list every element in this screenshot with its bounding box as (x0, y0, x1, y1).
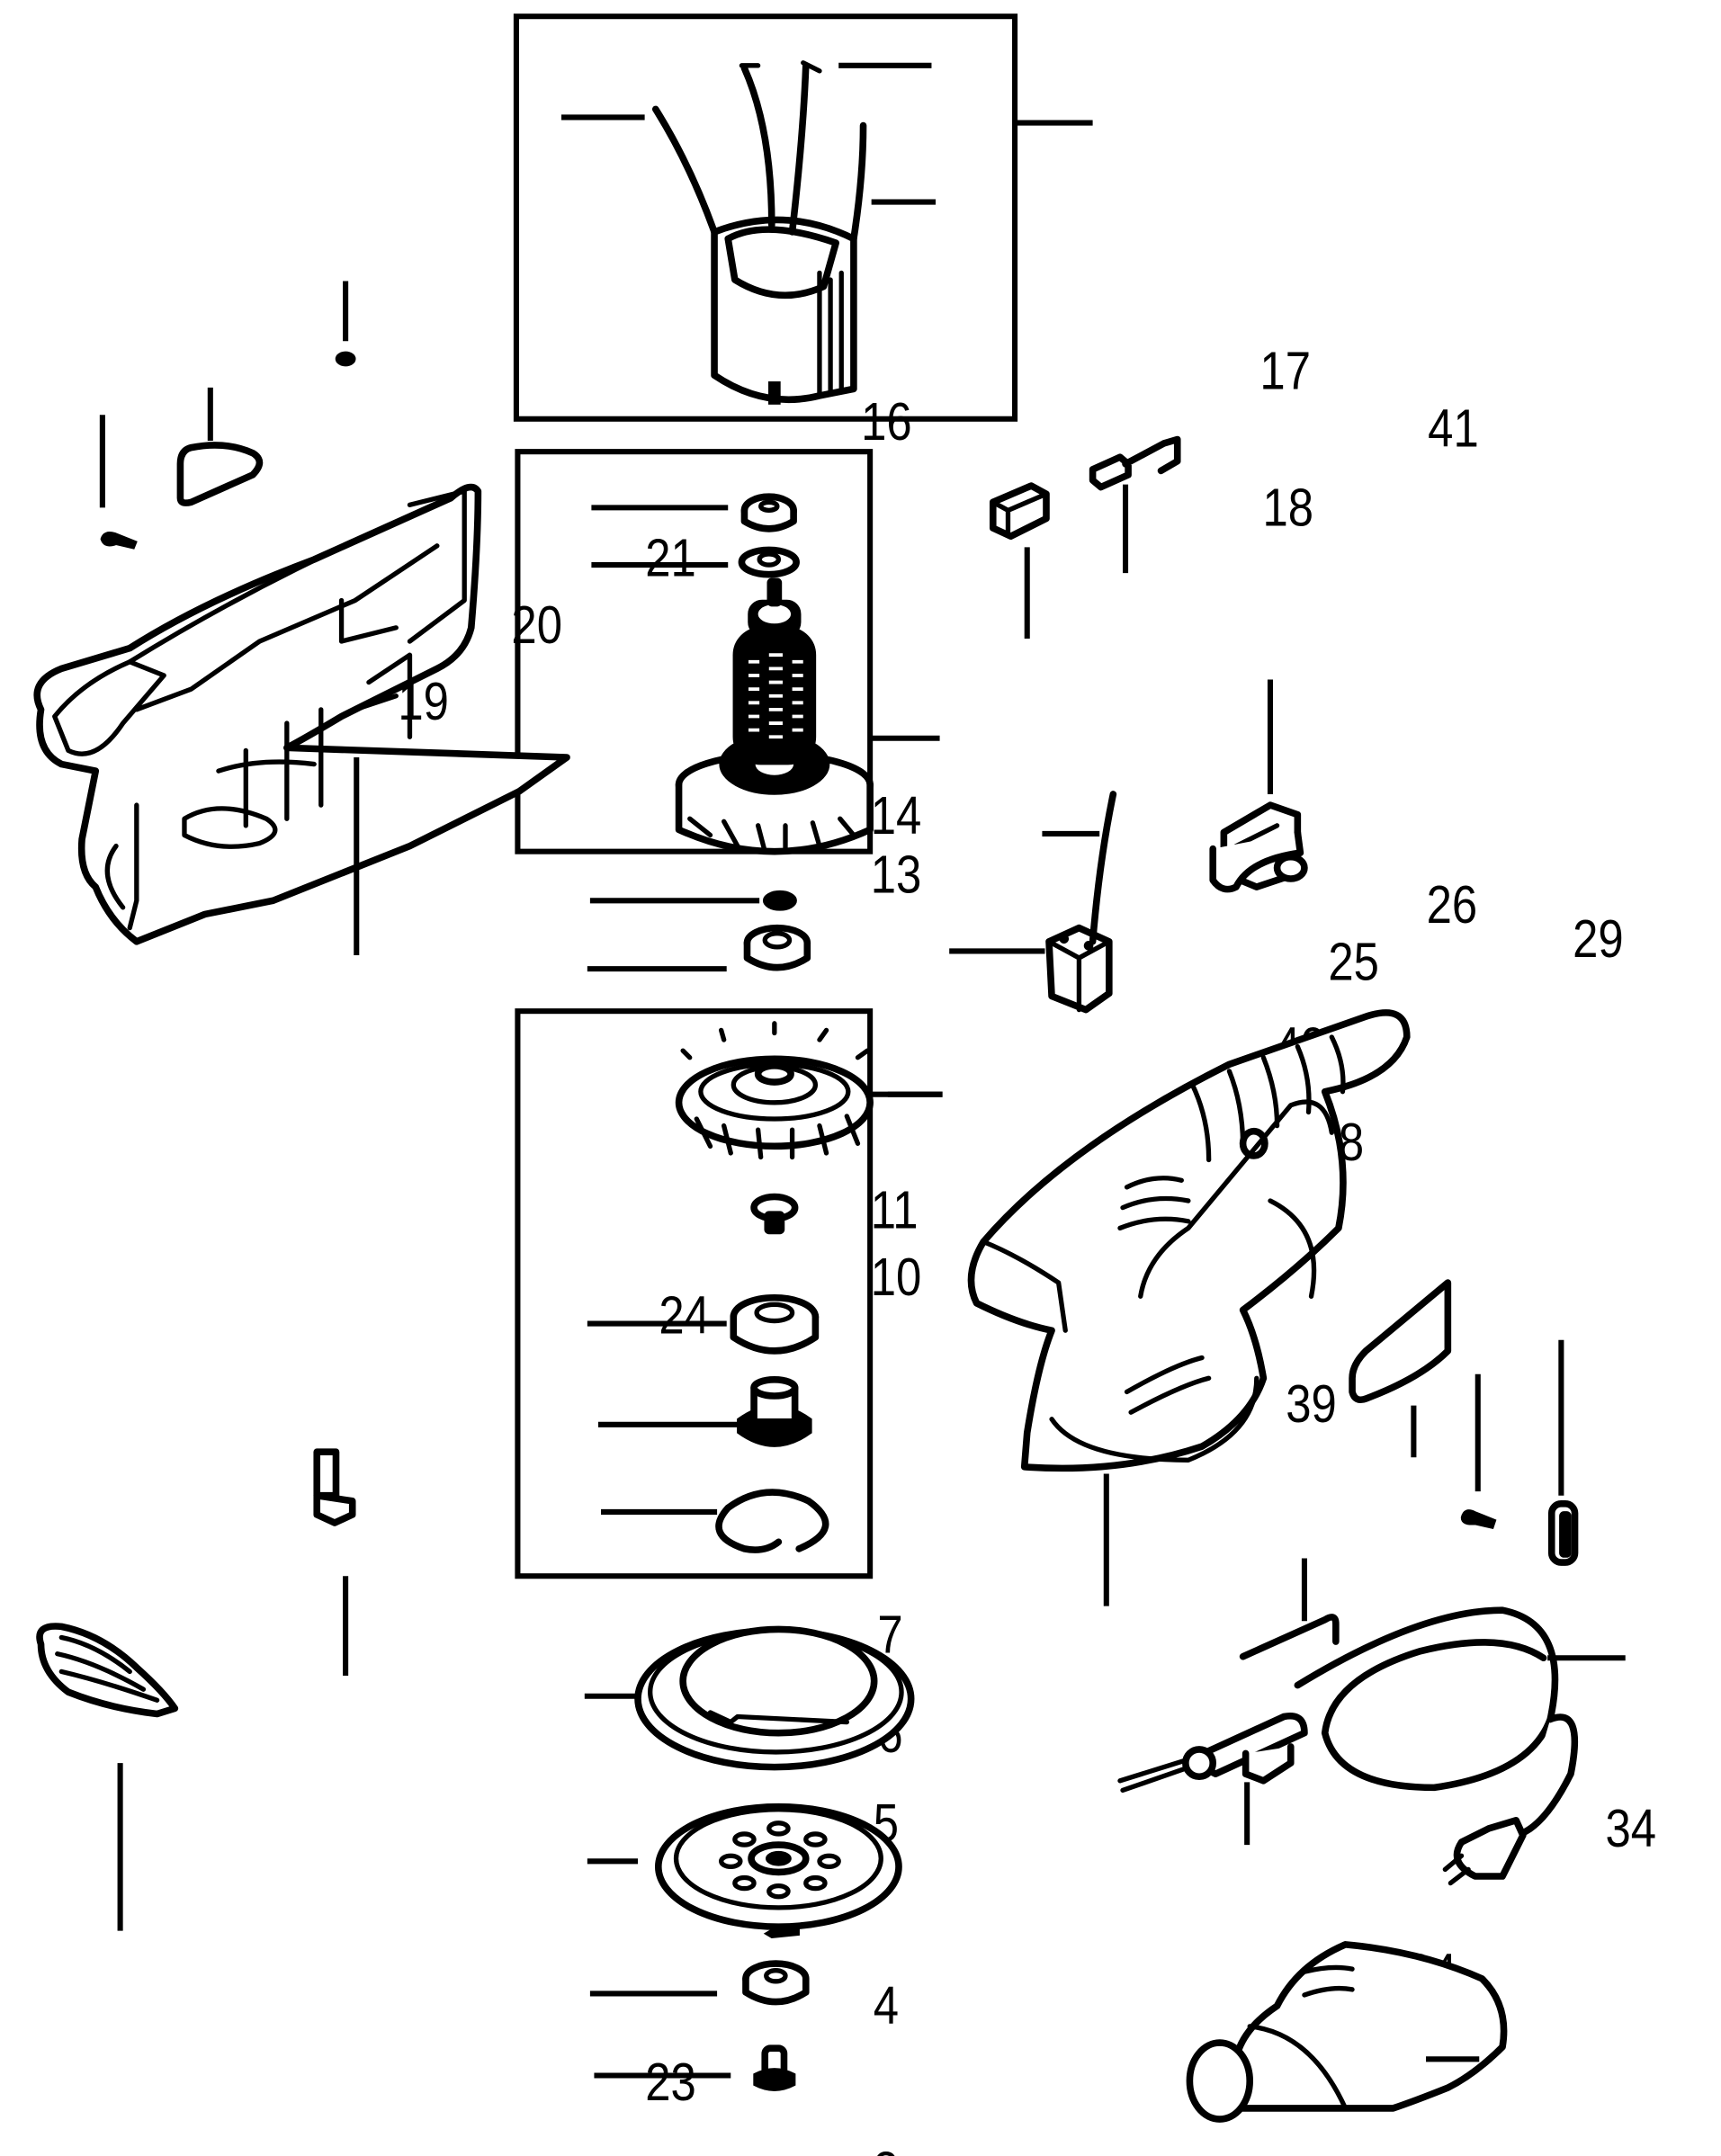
screw-39a[interactable] (750, 1193, 799, 1235)
circlip-5[interactable] (715, 1489, 829, 1553)
hex-key-34[interactable] (1239, 1614, 1340, 1660)
group-box-41 (513, 13, 1018, 422)
name-plate-35[interactable] (1349, 1279, 1452, 1404)
callout-20: 20 (511, 595, 562, 654)
label-plate-32[interactable] (1547, 1500, 1579, 1566)
callout-25: 25 (1328, 932, 1379, 991)
group-box-40 (515, 449, 874, 854)
screw-19[interactable] (100, 532, 138, 550)
callout-29: 29 (1573, 908, 1624, 968)
armature-40[interactable] (675, 577, 874, 855)
switch-29[interactable] (1209, 801, 1308, 893)
screw-31[interactable] (1460, 1509, 1497, 1530)
callout-13: 13 (871, 845, 922, 904)
bearing-14[interactable] (740, 493, 797, 532)
cable-28[interactable] (1089, 791, 1117, 945)
carbon-brush-26[interactable] (1089, 435, 1181, 491)
callout-14: 14 (871, 786, 922, 845)
bearing-7[interactable] (730, 1293, 820, 1355)
callout-41: 41 (1428, 398, 1479, 458)
callout-3: 3 (874, 2141, 899, 2156)
dust-bag-38[interactable] (1186, 1941, 1508, 2123)
callout-11: 11 (871, 1180, 919, 1239)
bushing-6[interactable] (737, 1375, 812, 1447)
callout-17: 17 (1259, 341, 1311, 400)
callout-10: 10 (871, 1247, 922, 1306)
brush-holder-25[interactable] (989, 482, 1050, 541)
callout-4: 4 (874, 1976, 899, 2035)
callout-21: 21 (645, 528, 696, 587)
grip-insert-22[interactable] (36, 1623, 179, 1718)
callout-34: 34 (1606, 1798, 1657, 1857)
washer-13[interactable] (738, 546, 800, 578)
capacitor-27[interactable] (1045, 924, 1113, 1014)
screw-1[interactable] (753, 2044, 796, 2091)
group-box-39 (515, 1008, 874, 1579)
stator-field-coil-41[interactable] (651, 60, 867, 405)
cord-strain-relief-36[interactable] (1117, 1712, 1308, 1794)
guard-ring-4[interactable] (634, 1625, 915, 1771)
sanding-pad-3[interactable] (655, 1803, 902, 1939)
sander-assembly-24[interactable] (967, 1009, 1411, 1472)
bearing-10[interactable] (743, 924, 811, 971)
housing-half-24[interactable] (33, 483, 570, 945)
callout-26: 26 (1427, 874, 1478, 934)
washer-11[interactable] (762, 890, 797, 911)
cover-plate-20[interactable] (176, 442, 264, 506)
callout-39: 39 (1286, 1374, 1337, 1434)
callout-16: 16 (861, 391, 912, 451)
power-cord-37[interactable] (1294, 1606, 1579, 1886)
callout-23: 23 (645, 2053, 696, 2112)
callout-18: 18 (1262, 478, 1313, 537)
callout-19: 19 (398, 671, 449, 730)
callout-24-left: 24 (659, 1285, 710, 1345)
clip-23[interactable] (313, 1448, 356, 1526)
washer-2[interactable] (742, 1960, 810, 2006)
nut-21[interactable] (335, 351, 356, 367)
fan-39[interactable] (675, 1021, 874, 1160)
